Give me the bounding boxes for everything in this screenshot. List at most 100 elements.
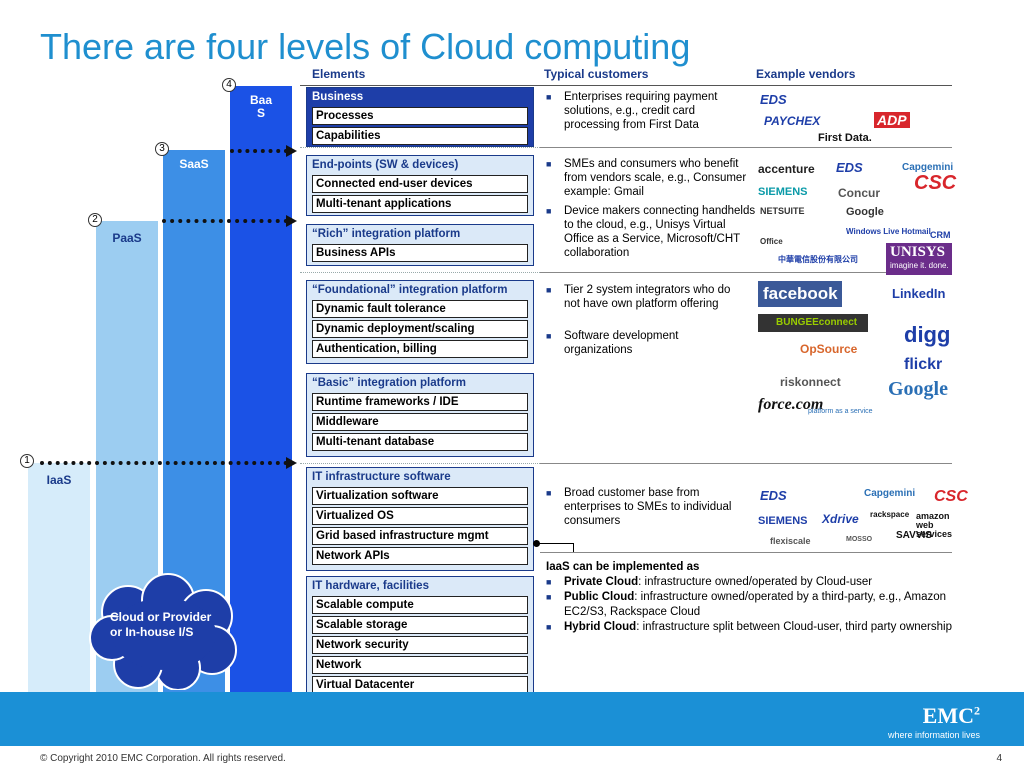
level-1-connector — [40, 461, 288, 465]
item-network-apis: Network APIs — [312, 547, 528, 565]
vendor-logo-rackspace: rackspace — [870, 510, 910, 519]
level-3-connector — [230, 149, 288, 153]
option-desc: : infrastructure split between Cloud-use… — [636, 621, 952, 633]
level-1-arrow-icon — [286, 457, 297, 469]
box-title: Business — [312, 91, 364, 103]
iaas-note-heading: IaaS can be implemented as — [546, 561, 700, 573]
bullet-icon: ■ — [546, 592, 552, 602]
row-separator — [300, 272, 540, 273]
box-endpoints: End-points (SW & devices) Connected end-… — [306, 155, 534, 216]
customer-text: Device makers connecting handhelds to th… — [564, 205, 756, 259]
copyright: © Copyright 2010 EMC Corporation. All ri… — [40, 753, 286, 764]
item-middleware: Middleware — [312, 413, 528, 431]
emc-logo: EMC2 — [923, 703, 980, 729]
item-grid-mgmt: Grid based infrastructure mgmt — [312, 527, 528, 545]
item-capabilities: Capabilities — [312, 127, 528, 145]
vendor-logo-bungeeconnect: BUNGEEconnect — [758, 314, 868, 332]
header-divider — [300, 85, 952, 86]
vendor-logo-google: Google — [846, 206, 884, 218]
paas-label: PaaS — [112, 231, 142, 245]
vendor-logo-siemens: SIEMENS — [758, 515, 808, 527]
vendor-logo-csc: CSC — [934, 488, 968, 505]
option-desc: : infrastructure owned/operated by a thi… — [564, 591, 947, 618]
vendor-logo-chunghwa: 中華電信股份有限公司 — [778, 255, 858, 264]
item-network-security: Network security — [312, 636, 528, 654]
item-virtualized-os: Virtualized OS — [312, 507, 528, 525]
option-desc: : infrastructure owned/operated by Cloud… — [638, 576, 873, 588]
row-separator — [540, 147, 952, 148]
vendor-logo-first-data: First Data. — [818, 132, 872, 144]
customer-text: SMEs and consumers who benefit from vend… — [564, 158, 747, 198]
bullet-icon: ■ — [546, 92, 552, 102]
row-separator — [540, 272, 952, 273]
iaas-option: ■ Hybrid Cloud: infrastructure split bet… — [546, 620, 956, 635]
vendor-logo-office: Office — [760, 237, 783, 246]
bullet-icon: ■ — [546, 206, 552, 216]
vendor-logo-digg: digg — [904, 322, 951, 347]
iaas-column: IaaS — [28, 463, 90, 706]
iaas-option: ■ Private Cloud: infrastructure owned/op… — [546, 575, 956, 590]
item-multi-tenant-apps: Multi-tenant applications — [312, 195, 528, 213]
box-basic-integration: “Basic” integration platform Runtime fra… — [306, 373, 534, 457]
iaas-option: ■ Public Cloud: infrastructure owned/ope… — [546, 590, 956, 620]
item-business-apis: Business APIs — [312, 244, 528, 262]
customer-text: Broad customer base from enterprises to … — [564, 487, 732, 527]
item-network: Network — [312, 656, 528, 674]
item-runtime-frameworks: Runtime frameworks / IDE — [312, 393, 528, 411]
page-number: 4 — [996, 753, 1002, 764]
iaas-implementation-note: IaaS can be implemented as ■ Private Clo… — [546, 560, 956, 635]
box-title: “Foundational” integration platform — [312, 284, 508, 296]
bullet-icon: ■ — [546, 622, 552, 632]
vendor-logo-unisys: UNISYS imagine it. done. — [886, 243, 952, 275]
vendor-logo-capgemini: Capgemini — [864, 488, 916, 499]
vendor-logo-opsource: OpSource — [800, 342, 858, 356]
bullet-icon: ■ — [546, 331, 552, 341]
iaas-bracket — [536, 543, 574, 544]
item-scalable-compute: Scalable compute — [312, 596, 528, 614]
box-title: IT infrastructure software — [312, 471, 451, 483]
baas-column: Baa S — [230, 86, 292, 706]
vendor-logo-linkedin: LinkedIn — [892, 286, 946, 301]
level-2-arrow-icon — [286, 215, 297, 227]
row-separator — [540, 463, 952, 464]
vendor-logo-siemens: SIEMENS — [758, 186, 808, 198]
vendor-logo-amazon: amazon web services — [916, 511, 953, 539]
header-typical-customers: Typical customers — [544, 67, 649, 81]
customer-text: Tier 2 system integrators who do not hav… — [564, 284, 731, 310]
unisys-name: UNISYS — [890, 244, 946, 260]
bullet-icon: ■ — [546, 285, 552, 295]
item-scalable-storage: Scalable storage — [312, 616, 528, 634]
box-business: Business Processes Capabilities — [306, 87, 534, 147]
level-1-marker: 1 — [20, 454, 34, 468]
header-example-vendors: Example vendors — [756, 67, 856, 81]
option-name: Private Cloud — [564, 576, 639, 588]
saas-label: SaaS — [179, 157, 209, 171]
cloud-label: Cloud or Provider or In-house I/S — [110, 610, 212, 639]
level-3-marker: 3 — [155, 142, 169, 156]
item-deployment-scaling: Dynamic deployment/scaling — [312, 320, 528, 338]
vendor-logo-accenture: accenture — [758, 162, 815, 176]
item-fault-tolerance: Dynamic fault tolerance — [312, 300, 528, 318]
vendor-logo-facebook: facebook — [758, 281, 842, 307]
box-infrastructure-software: IT infrastructure software Virtualizatio… — [306, 467, 534, 571]
iaas-bracket — [573, 543, 574, 552]
vendor-logo-concur: Concur — [838, 186, 880, 200]
bullet-icon: ■ — [546, 577, 552, 587]
emc-sup: 2 — [974, 703, 980, 718]
item-virtualization: Virtualization software — [312, 487, 528, 505]
box-title: “Basic” integration platform — [312, 377, 466, 389]
bullet-icon: ■ — [546, 488, 552, 498]
vendor-logo-flickr: flickr — [904, 356, 943, 373]
iaas-bracket-dot — [533, 540, 540, 547]
vendor-logo-google: Google — [888, 378, 948, 400]
box-rich-integration: “Rich” integration platform Business API… — [306, 224, 534, 266]
force-com-tagline: platform as a service — [808, 408, 873, 415]
option-name: Hybrid Cloud — [564, 621, 637, 633]
vendor-logo-savvis: SAVVIS — [896, 530, 932, 541]
emc-tagline: where information lives — [887, 730, 980, 740]
baas-label: Baa S — [249, 93, 272, 120]
vendor-logo-riskonnect: riskonnect — [780, 375, 841, 389]
box-title: IT hardware, facilities — [312, 580, 429, 592]
box-title: End-points (SW & devices) — [312, 159, 459, 171]
box-foundational-integration: “Foundational” integration platform Dyna… — [306, 280, 534, 364]
